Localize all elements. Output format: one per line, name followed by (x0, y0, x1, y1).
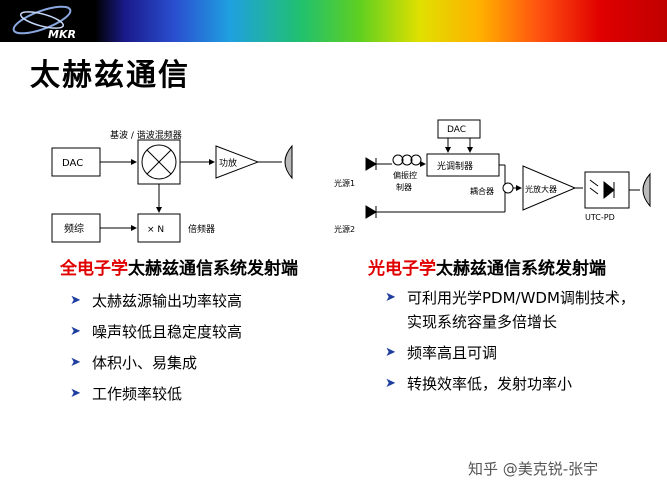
list-item-text: 转换效率低，发射功率小 (407, 375, 573, 393)
electronic-transmitter-diagram: 基波 / 谐波混频器 DAC 功放 频综 × N 倍频器 (51, 129, 293, 243)
mkr-logo: MKR (12, 5, 76, 41)
dac-box-right (437, 119, 481, 139)
photodiode-label: UTC-PD (585, 213, 615, 222)
antenna-icon-right (642, 172, 651, 208)
list-item: ➤ 转换效率低，发射功率小 (385, 372, 635, 396)
watermark: 知乎 @美克锐-张宇 (468, 460, 599, 478)
synth-box (51, 213, 101, 243)
photodiode-icon (603, 180, 615, 200)
list-item: ➤ 太赫兹源输出功率较高 (70, 289, 340, 313)
list-item-text: 体积小、易集成 (92, 354, 198, 372)
modulator-label: 光调制器 (437, 160, 473, 172)
header-banner (0, 0, 667, 42)
system-diagrams: 基波 / 谐波混频器 DAC 功放 频综 × N 倍频器 DAC 光调制器 光源… (51, 119, 651, 243)
logo-text: MKR (48, 28, 76, 41)
polarizer-label-2: 制器 (396, 182, 412, 192)
left-feature-list: ➤ 太赫兹源输出功率较高 ➤ 噪声较低且稳定度较高 ➤ 体积小、易集成 ➤ 工作频率较低 (70, 289, 340, 413)
list-item-text: 噪声较低且稳定度较高 (92, 323, 243, 341)
list-item-text: 可利用光学PDM/WDM调制技术，实现系统容量多倍增长 (407, 289, 635, 331)
list-item: ➤ 频率高且可调 (385, 341, 635, 365)
left-section-heading: 全电子学太赫兹通信系统发射端 (60, 254, 298, 279)
bullet-arrow-icon: ➤ (70, 355, 81, 370)
bullet-arrow-icon: ➤ (70, 386, 81, 401)
optical-amp-label: 光放大器 (525, 184, 557, 194)
list-item-text: 工作频率较低 (92, 385, 183, 403)
mixer-label: 基波 / 谐波混频器 (110, 129, 182, 141)
list-item-text: 频率高且可调 (407, 344, 498, 362)
list-item-text: 太赫兹源输出功率较高 (92, 292, 243, 310)
mixer-symbol (141, 144, 177, 180)
coupler-icon (502, 182, 514, 194)
page-title: 太赫兹通信 (30, 58, 190, 93)
bullet-arrow-icon: ➤ (385, 376, 396, 391)
list-item: ➤ 可利用光学PDM/WDM调制技术，实现系统容量多倍增长 (385, 286, 635, 334)
list-item: ➤ 工作频率较低 (70, 382, 340, 406)
left-heading-rest: 太赫兹通信系统发射端 (128, 259, 298, 279)
bullet-arrow-icon: ➤ (385, 345, 396, 360)
multiplier-caption: 倍频器 (188, 223, 215, 235)
multiplier-box (137, 213, 181, 243)
power-amp-symbol (215, 145, 260, 179)
synth-label: 频综 (64, 222, 84, 235)
list-item: ➤ 噪声较低且稳定度较高 (70, 320, 340, 344)
power-amp-label: 功放 (219, 157, 237, 169)
laser2-icon (365, 205, 377, 219)
optical-amp-symbol (522, 165, 577, 211)
coupler-label: 耦合器 (470, 186, 494, 196)
right-section-heading: 光电子学太赫兹通信系统发射端 (368, 254, 606, 279)
right-feature-list: ➤ 可利用光学PDM/WDM调制技术，实现系统容量多倍增长 ➤ 频率高且可调 ➤ 转换… (385, 286, 635, 403)
laser1-icon (365, 157, 377, 171)
laser2-label: 光源2 (334, 224, 355, 234)
left-heading-highlight: 全电子学 (60, 259, 128, 279)
polarizer-icon (392, 154, 404, 166)
bullet-arrow-icon: ➤ (70, 324, 81, 339)
polarizer-label-1: 偏振控 (393, 170, 417, 180)
right-heading-highlight: 光电子学 (368, 259, 436, 279)
dac-label: DAC (62, 158, 83, 169)
multiplier-label: × N (147, 225, 164, 235)
bullet-arrow-icon: ➤ (385, 290, 396, 305)
photonic-transmitter-diagram: DAC 光调制器 光源1 偏振控 制器 光源2 耦合器 光放大器 (334, 119, 651, 234)
list-item: ➤ 体积小、易集成 (70, 351, 340, 375)
antenna-icon (284, 144, 293, 180)
bullet-arrow-icon: ➤ (70, 293, 81, 308)
dac-label-right: DAC (447, 125, 466, 135)
right-heading-rest: 太赫兹通信系统发射端 (436, 259, 606, 279)
laser1-label: 光源1 (334, 178, 355, 188)
